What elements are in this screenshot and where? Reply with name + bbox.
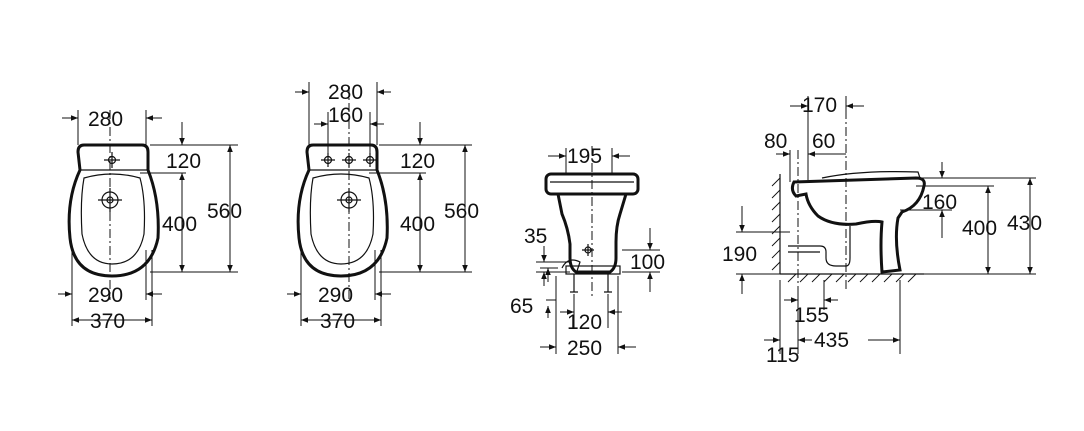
dim-floor-depth: 435 bbox=[814, 329, 849, 352]
dim-wall-gap: 115 bbox=[766, 344, 799, 367]
dim-bowl-depth: 400 bbox=[400, 213, 435, 236]
dim-top-width: 280 bbox=[88, 108, 123, 131]
dim-supply-offset: 80 bbox=[764, 130, 787, 153]
bowl-inner bbox=[80, 173, 146, 265]
dim-overall-height: 430 bbox=[1007, 212, 1042, 235]
dim-fixing-offset: 155 bbox=[794, 304, 829, 327]
dim-outer-width: 370 bbox=[320, 310, 355, 333]
dim-foot-offset: 65 bbox=[510, 295, 533, 318]
dim-bowl-depth: 400 bbox=[162, 213, 197, 236]
dim-rim-drop: 160 bbox=[922, 191, 957, 214]
tap-hole-icon bbox=[104, 152, 120, 168]
floor-hatch bbox=[787, 273, 917, 283]
dim-top-width: 280 bbox=[328, 81, 363, 104]
dim-tap-offset: 120 bbox=[400, 150, 435, 173]
waste-outlet bbox=[561, 259, 581, 275]
dim-axis-offset: 170 bbox=[802, 94, 837, 117]
side-view: 170 80 60 160 400 430 190 155 bbox=[722, 94, 1042, 367]
front-view: 195 35 100 65 120 250 bbox=[510, 145, 665, 360]
dim-bowl-height: 400 bbox=[962, 217, 997, 240]
dim-tap-offset: 60 bbox=[812, 130, 835, 153]
bidet-profile bbox=[790, 176, 926, 274]
bidet-outline bbox=[296, 143, 389, 278]
dim-tap-spacing: 160 bbox=[328, 104, 363, 127]
top-view-single-hole: 280 120 400 560 290 370 bbox=[58, 108, 242, 333]
dim-inner-width: 290 bbox=[88, 284, 123, 307]
dim-outer-width: 370 bbox=[90, 310, 125, 333]
dim-waste-height: 190 bbox=[722, 243, 757, 266]
dim-base-width: 250 bbox=[567, 337, 602, 360]
top-view-three-hole: 280 160 120 400 560 290 370 bbox=[287, 81, 479, 333]
dim-inner-width: 290 bbox=[318, 284, 353, 307]
bowl-inner bbox=[309, 173, 375, 265]
trap-pipe bbox=[788, 226, 851, 267]
bidet-outline bbox=[67, 143, 160, 278]
seat-lid bbox=[821, 171, 921, 179]
dim-outlet-offset: 100 bbox=[630, 251, 665, 274]
fixing-bolts-icon bbox=[570, 274, 612, 293]
dim-top-width: 195 bbox=[567, 145, 602, 168]
wall-hatch bbox=[771, 177, 781, 271]
dim-tap-offset: 120 bbox=[166, 150, 201, 173]
dim-overall-length: 560 bbox=[444, 200, 479, 223]
base-plate bbox=[565, 265, 621, 275]
dim-fixing-spacing: 120 bbox=[567, 311, 602, 334]
dim-outlet-height: 35 bbox=[524, 225, 547, 248]
dim-overall-length: 560 bbox=[207, 200, 242, 223]
